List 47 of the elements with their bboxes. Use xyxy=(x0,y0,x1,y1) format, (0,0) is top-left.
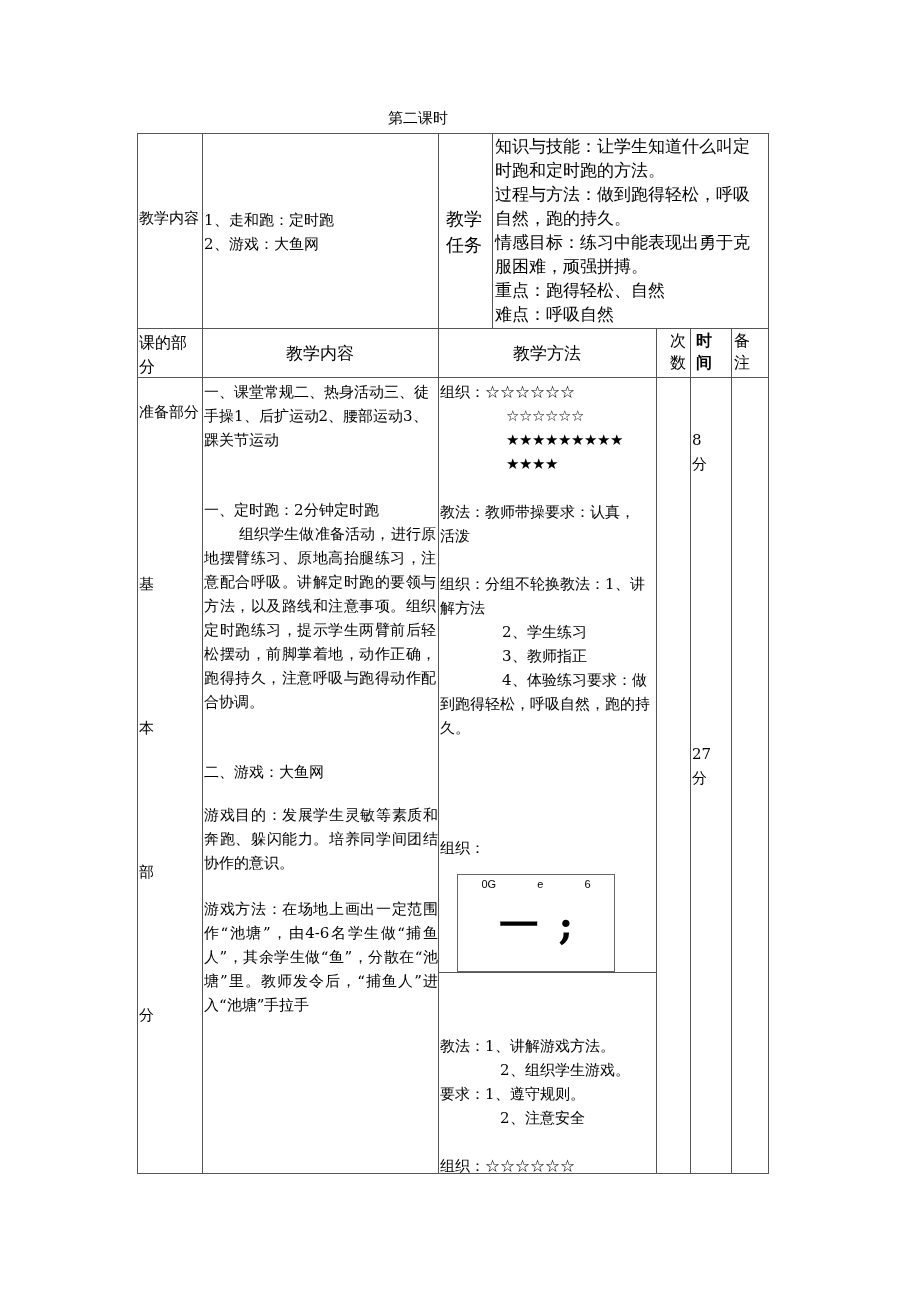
task-text: 知识与技能：让学生知道什么叫定时跑和定时跑的方法。 xyxy=(495,136,751,182)
task-text: 难点：呼吸自然 xyxy=(495,304,615,326)
section-name: 准备部分 xyxy=(139,402,200,423)
column-header: 时间 xyxy=(696,330,713,374)
column-header: 次数 xyxy=(670,330,687,374)
content-item: 2、游戏：大鱼网 xyxy=(204,234,320,255)
section-name: 分 xyxy=(139,1005,155,1026)
method-text: 4、体验练习要求：做到跑得轻松，呼吸自然，跑的持久。 xyxy=(440,670,651,739)
content-text: 组织学生做准备活动，进行原地摆臂练习、原地高抬腿练习，注意配合呼吸。讲解定时跑的要领与方法，以及路线和注意事项。组织定时跑练习，提示学生两臂前后轻松摆动，前脚掌着地，动作正确，跑得持久，注意呼吸与跑得动作配合协调。 xyxy=(204,524,436,713)
method-text: 3、教师指正 xyxy=(502,646,588,667)
method-text: 教法：教师带操要求：认真，活泼 xyxy=(440,502,636,547)
page-title: 第二课时 xyxy=(388,108,448,128)
task-text: 情感目标：练习中能表现出勇于克服困难，顽强拼搏。 xyxy=(495,232,751,278)
method-text: 2、学生练习 xyxy=(502,622,588,643)
content-text: 游戏目的：发展学生灵敏等素质和奔跑、躲闪能力。培养同学间团结协作的意识。 xyxy=(204,805,438,874)
formation-stars: ★★★★★★★★★ xyxy=(506,430,624,451)
method-text: 组织： xyxy=(440,838,486,859)
diagram-marks: 0G e 6 xyxy=(481,877,591,891)
content-heading: 二、游戏：大鱼网 xyxy=(204,762,325,783)
method-text: 要求：1、遵守规则。 xyxy=(440,1084,586,1105)
section-name: 本 xyxy=(139,718,155,739)
method-text: 2、注意安全 xyxy=(500,1108,586,1129)
content-text: 游戏方法：在场地上画出一定范围作“池塘”，由4-6名学生做“捕鱼人”，其余学生做“鱼”，分散在“池塘”里。教师发令后，“捕鱼人”进入“池塘”手拉手 xyxy=(204,899,438,1016)
method-text: 组织：分组不轮换教法：1、讲解方法 xyxy=(440,574,646,619)
formation-stars: 组织：☆☆☆☆☆☆ xyxy=(440,382,576,403)
time-value: 27分 xyxy=(692,744,712,789)
column-header: 教学内容 xyxy=(285,342,355,365)
time-value: 8分 xyxy=(692,430,708,475)
column-header: 备注 xyxy=(734,330,751,374)
task-text: 重点：跑得轻松、自然 xyxy=(495,280,666,302)
row-header: 教学任务 xyxy=(446,207,483,257)
column-header: 课的部分 xyxy=(139,332,188,378)
row-header: 教学内容 xyxy=(139,208,200,229)
method-text: 教法：1、讲解游戏方法。 xyxy=(440,1036,616,1057)
task-text: 过程与方法：做到跑得轻松，呼吸自然，跑的持久。 xyxy=(495,184,751,230)
section-name: 部 xyxy=(139,862,155,883)
column-header: 教学方法 xyxy=(512,342,582,365)
content-text: 一、课堂常规二、热身活动三、徒手操1、后扩运动2、腰部运动3、踝关节运动 xyxy=(204,382,430,451)
diagram-symbols: 一 ; xyxy=(498,901,574,949)
formation-stars: ★★★★ xyxy=(506,454,559,475)
section-name: 基 xyxy=(139,574,155,595)
content-heading: 一、定时跑：2分钟定时跑 xyxy=(204,500,380,521)
method-text: 2、组织学生游戏。 xyxy=(500,1060,631,1081)
diagram-box xyxy=(457,874,615,972)
formation-stars: 组织：☆☆☆☆☆☆ xyxy=(440,1156,576,1177)
formation-stars: ☆☆☆☆☆☆ xyxy=(506,406,585,427)
content-item: 1、走和跑：定时跑 xyxy=(204,210,335,231)
